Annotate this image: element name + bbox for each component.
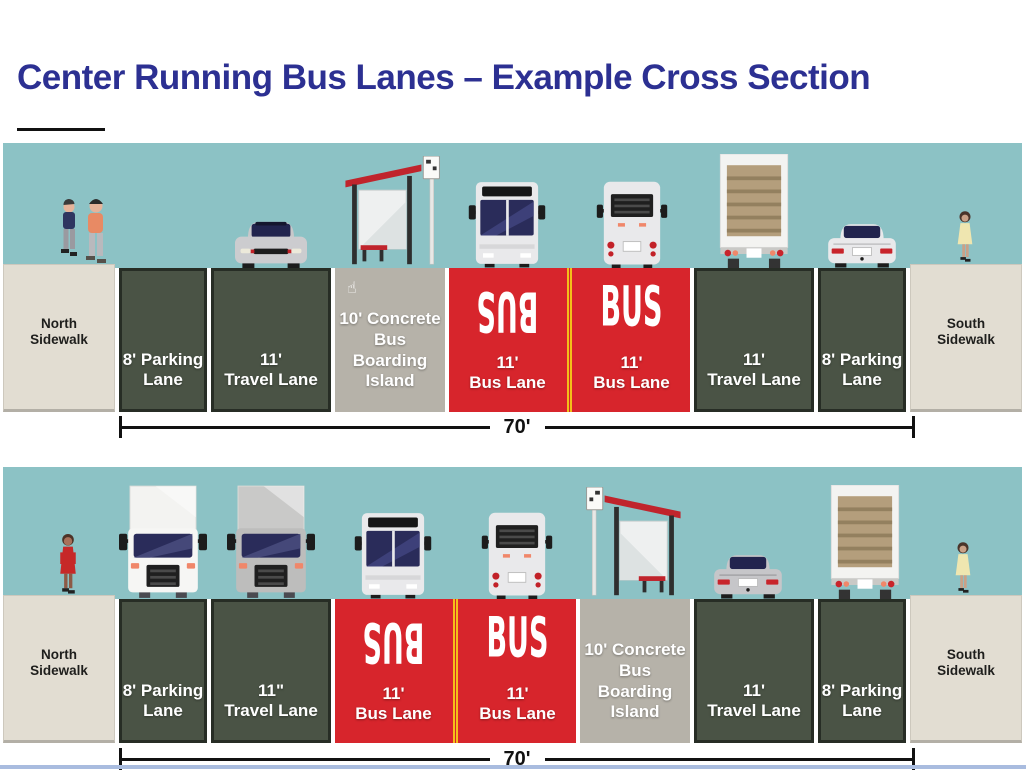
dimension-rule xyxy=(122,757,490,761)
lane-bus-westbound: BUS 11'Bus Lane xyxy=(449,268,566,412)
bus-pavement-marking-rotated: BUS xyxy=(476,277,539,343)
lane-label: 11'Travel Lane xyxy=(224,349,318,390)
dimension-rule xyxy=(122,425,490,429)
pedestrian-icon xyxy=(954,208,976,264)
lane-bus-eastbound: BUS 11'Bus Lane xyxy=(573,268,690,412)
pedestrian-icon xyxy=(952,539,974,595)
lane-label: 11'Bus Lane xyxy=(469,352,546,393)
pedestrians-walking-icon xyxy=(53,198,125,264)
slide-bottom-border xyxy=(0,765,1026,769)
dimension-label: 70' xyxy=(503,748,531,770)
bus-rear-icon xyxy=(596,180,668,268)
bus-shelter-icon xyxy=(583,487,687,599)
lane-travel-west: 11'Travel Lane xyxy=(211,268,331,412)
box-truck-front-icon xyxy=(227,485,315,599)
dimension-rule xyxy=(544,425,913,429)
lane-label: 11'Bus Lane xyxy=(593,352,670,393)
dimension-tick xyxy=(119,748,122,770)
lane-label: 11'Bus Lane xyxy=(355,683,432,724)
dimension-tick xyxy=(912,748,916,770)
title-underline xyxy=(17,128,105,131)
lane-travel-east: 11'Travel Lane xyxy=(694,268,814,412)
lane-label: 11"Travel Lane xyxy=(224,680,318,721)
dimension-rule xyxy=(544,757,913,761)
bus-rear-icon xyxy=(481,511,553,599)
truck-rear-icon xyxy=(713,154,795,268)
lane-label: 11'Travel Lane xyxy=(707,680,801,721)
pedestrian-icon xyxy=(55,533,81,595)
dimension-label: 70' xyxy=(503,416,531,438)
lane-bus-eastbound: BUS 11'Bus Lane xyxy=(459,599,576,743)
bus-pavement-marking: BUS xyxy=(600,275,663,341)
car-front-icon xyxy=(228,220,314,268)
dimension-line: 70' xyxy=(119,416,916,438)
bus-front-icon xyxy=(467,178,547,268)
dimension-tick xyxy=(912,416,916,438)
lane-label: 11'Bus Lane xyxy=(479,683,556,724)
center-double-yellow-line xyxy=(452,599,459,743)
car-rear-icon xyxy=(709,553,787,599)
bus-front-icon xyxy=(353,509,433,599)
lane-travel-west: 11"Travel Lane xyxy=(211,599,331,743)
hand-icon: ☝ xyxy=(347,278,357,297)
dimension-tick xyxy=(119,416,122,438)
lane-bus-westbound: BUS 11'Bus Lane xyxy=(335,599,452,743)
bus-pavement-marking: BUS xyxy=(486,606,549,672)
car-rear-icon xyxy=(823,222,901,268)
bus-shelter-icon xyxy=(339,156,443,268)
center-double-yellow-line xyxy=(566,268,573,412)
lane-label: 11'Travel Lane xyxy=(707,349,801,390)
truck-rear-icon xyxy=(824,485,906,599)
bus-pavement-marking-rotated: BUS xyxy=(362,608,425,674)
lane-travel-east: 11'Travel Lane xyxy=(694,599,814,743)
slide-title: Center Running Bus Lanes – Example Cross… xyxy=(17,58,871,97)
dimension-line: 70' xyxy=(119,748,916,770)
box-truck-front-icon xyxy=(119,485,207,599)
